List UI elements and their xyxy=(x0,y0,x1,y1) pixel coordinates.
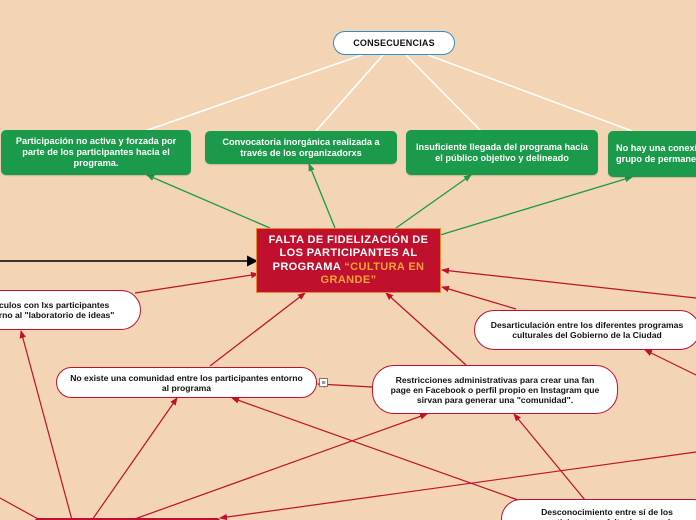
arrow-bottom-restricciones xyxy=(131,413,428,520)
link-consequences-1 xyxy=(144,54,363,132)
arrow-cause-vinculos xyxy=(134,271,259,294)
arrow-to-consequence-1 xyxy=(146,174,271,229)
consequence-node-4[interactable]: No hay una conexión a un grupo de perman… xyxy=(608,131,696,177)
arrow-to-consequence-3 xyxy=(395,174,472,229)
arrow-to-consequence-4 xyxy=(439,175,633,236)
arrow-cause-desarticulacion xyxy=(441,285,517,310)
arrow-offscreen-3 xyxy=(219,451,696,520)
arrow-offscreen-2 xyxy=(644,349,696,376)
link-consequences-3 xyxy=(405,54,482,132)
arrow-bottom-vinculos xyxy=(19,330,73,520)
arrow-to-consequence-2 xyxy=(308,163,336,229)
arrow-cause-restricciones xyxy=(385,292,467,366)
cause-node-vinculos[interactable]: Vínculos con lxs participantes entorno a… xyxy=(0,290,141,330)
central-topic[interactable]: FALTA DE FIDELIZACIÓN DE LOS PARTICIPANT… xyxy=(256,228,441,293)
arrow-desconocimiento-restricciones xyxy=(513,413,586,501)
central-topic-highlight: “CULTURA EN GRANDE” xyxy=(320,260,425,287)
cause-node-restricciones[interactable]: Restricciones administrativas para crear… xyxy=(372,365,618,414)
link-consequences-4 xyxy=(427,54,633,132)
arrow-cause-comunidad xyxy=(209,292,306,367)
consequence-node-2[interactable]: Convocatoria inorgánica realizada a trav… xyxy=(205,131,397,164)
central-topic-text: FALTA DE FIDELIZACIÓN DE LOS PARTICIPANT… xyxy=(268,233,429,287)
consequence-node-1[interactable]: Participación no activa y forzada por pa… xyxy=(1,130,191,175)
cause-node-comunidad[interactable]: No existe una comunidad entre los partic… xyxy=(56,367,317,398)
link-consequences-2 xyxy=(315,54,384,132)
arrow-offscreen-1 xyxy=(441,267,696,299)
link-bottom-left xyxy=(0,497,41,520)
cause-node-desarticulacion[interactable]: Desarticulación entre los diferentes pro… xyxy=(474,310,696,350)
cause-node-offscreen-bottom xyxy=(35,518,220,520)
arrow-bottom-comunidad xyxy=(91,397,178,520)
consequences-label[interactable]: CONSECUENCIAS xyxy=(333,31,455,55)
cause-node-desconocimiento[interactable]: Desconocimiento entre sí de los particip… xyxy=(501,499,696,520)
consequence-node-3[interactable]: Insuficiente llegada del programa hacia … xyxy=(406,130,598,175)
notes-icon[interactable]: ≡ xyxy=(319,378,328,387)
